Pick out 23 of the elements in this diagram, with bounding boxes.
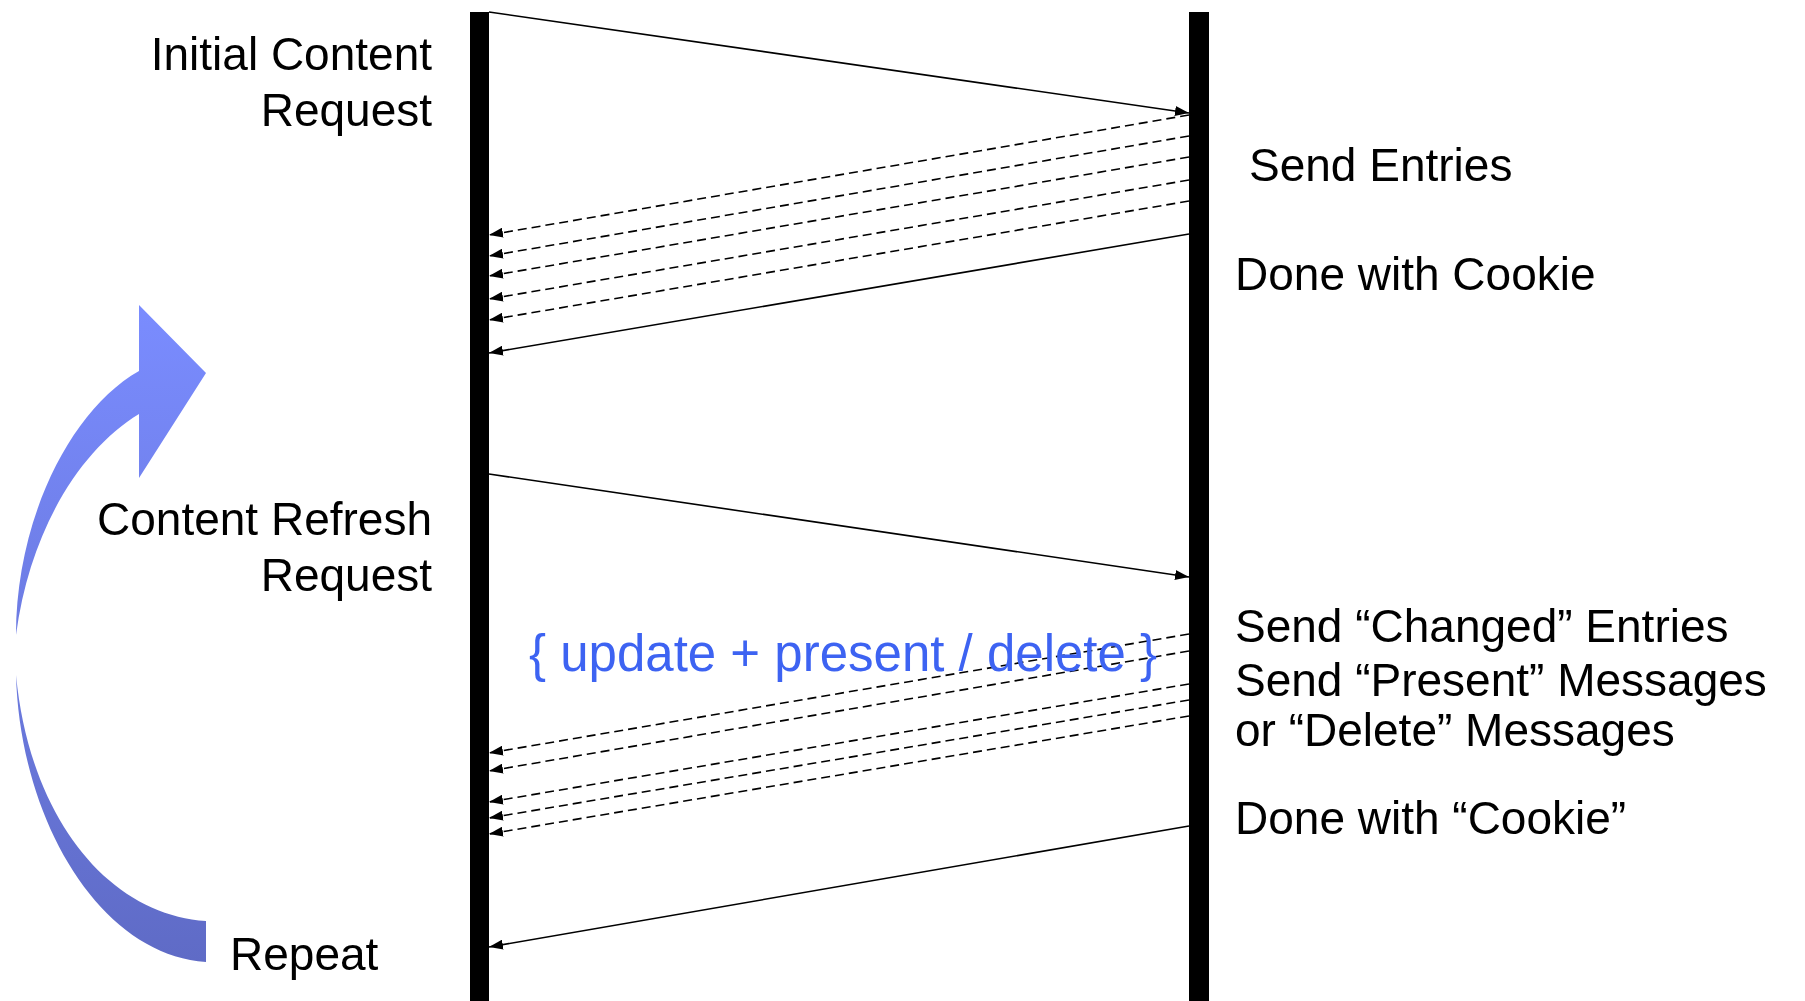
arrow: [488, 825, 1190, 950]
arrow: [488, 179, 1190, 302]
arrow: [488, 11, 1190, 116]
arrow: [488, 200, 1190, 323]
arrow: [488, 135, 1190, 259]
arrow: [488, 650, 1190, 774]
repeat-label: Repeat: [230, 927, 379, 982]
arrow: [488, 683, 1190, 805]
arrow: [488, 473, 1190, 580]
lifeline-bar: [470, 12, 489, 1001]
arrow: [488, 715, 1190, 837]
arrow: [488, 114, 1190, 238]
message-label: Send “Changed” Entries: [1235, 599, 1729, 654]
message-label: Done with Cookie: [1235, 247, 1596, 302]
arrow: [488, 633, 1190, 756]
message-label: Send Entries: [1249, 138, 1513, 193]
arrow: [488, 699, 1190, 821]
message-label: Done with “Cookie”: [1235, 791, 1627, 846]
arrow: [488, 233, 1190, 356]
arrow: [488, 156, 1190, 279]
request-label: Content Refresh Request: [96, 492, 432, 603]
request-label: Initial Content Request: [149, 27, 432, 138]
lifeline-bar: [1189, 12, 1209, 1001]
